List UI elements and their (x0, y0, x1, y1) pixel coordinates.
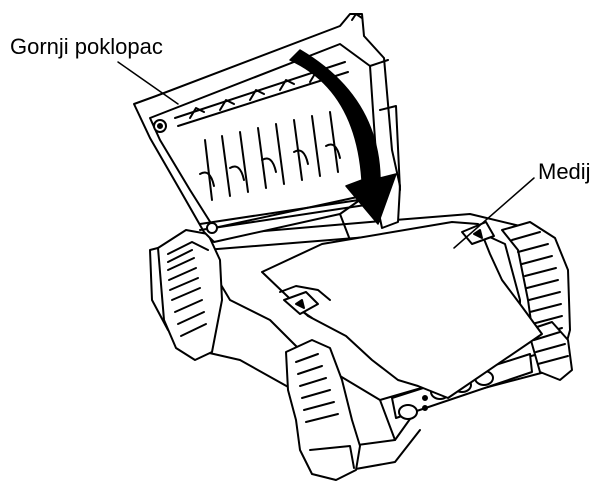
media-label: Medij (538, 159, 591, 184)
front-left-bumper (285, 339, 361, 481)
media-sheet (261, 221, 543, 399)
top-cover (133, 13, 401, 243)
close-direction-arrow-icon (289, 49, 397, 225)
top-cover-leader-line (117, 61, 179, 105)
power-button-icon (398, 404, 418, 420)
callout-lines (117, 61, 535, 249)
left-bumper (157, 229, 223, 361)
media-leader-line (453, 177, 535, 249)
media-guides (283, 221, 495, 315)
top-cover-label: Gornji poklopac (10, 34, 163, 59)
